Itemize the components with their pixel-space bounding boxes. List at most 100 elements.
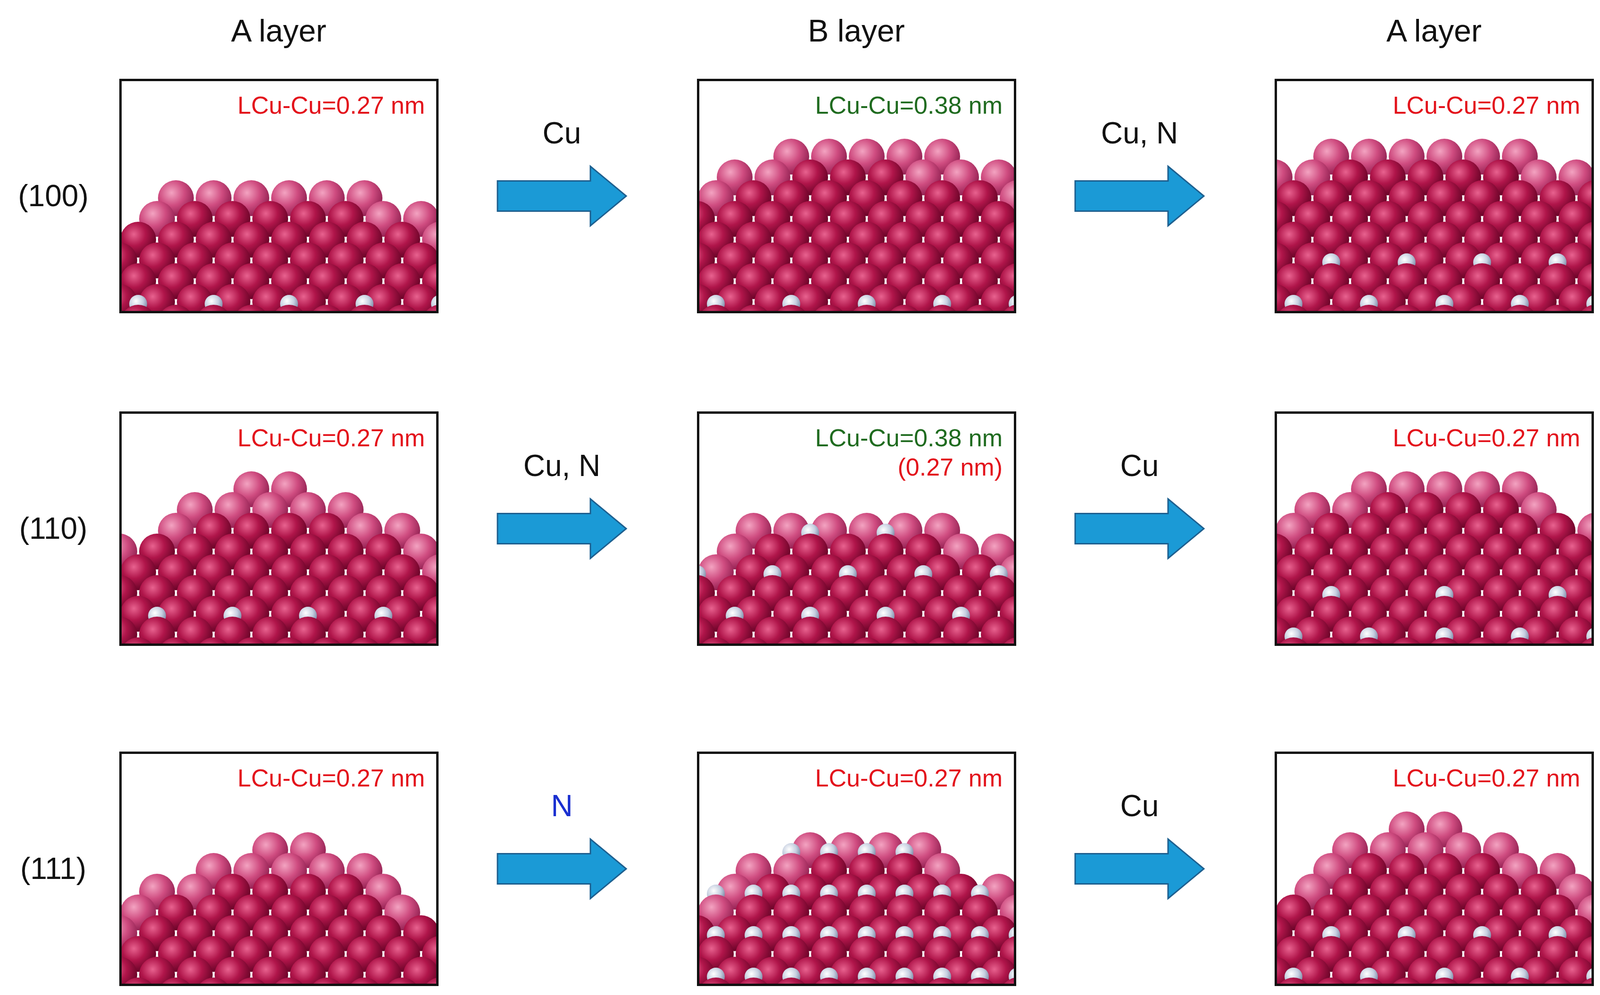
row-label: (110) [19,510,88,546]
structure-panel: LCu-Cu=0.27 nm [696,751,1017,986]
bond-length-label: LCu-Cu=0.27 nm [1392,422,1581,453]
cu-atom [1539,977,1576,984]
structure-panel: LCu-Cu=0.27 nm [119,751,439,986]
atom-group [699,512,1014,644]
cu-atom [848,637,885,644]
panel-text-box: LCu-Cu=0.27 nm [1392,422,1581,453]
structure-panel: LCu-Cu=0.27 nm [119,78,439,314]
cu-atom [121,977,157,984]
atom-group [699,138,1014,311]
cu-atom [848,304,885,311]
bond-length-label: LCu-Cu=0.27 nm [815,762,1003,793]
cu-atom [699,637,734,644]
cu-atom [1464,977,1501,984]
cu-atom [999,304,1014,311]
bond-length-label: LCu-Cu=0.27 nm [237,90,425,120]
cu-atom [961,977,998,984]
cu-atom [271,304,307,311]
cu-atom [999,637,1014,644]
block-arrow [1075,166,1204,226]
cu-atom [773,637,810,644]
block-arrow [497,838,627,899]
cu-atom [121,637,157,644]
cu-atom [961,304,998,311]
cu-atom [1501,977,1538,984]
cu-atom [195,977,232,984]
cu-atom [346,304,383,311]
cu-atom [422,304,437,311]
panel-text-box: LCu-Cu=0.38 nm(0.27 nm) [815,422,1003,482]
bond-length-label: LCu-Cu=0.38 nm [815,422,1003,453]
panel-text-box: LCu-Cu=0.27 nm [237,422,425,453]
structure-panel: LCu-Cu=0.38 nm(0.27 nm) [696,411,1017,646]
atom-group [1276,138,1592,311]
atom-group [1276,471,1592,644]
cu-atom [886,304,923,311]
cu-atom [1426,304,1463,311]
bond-length-label: LCu-Cu=0.27 nm [1392,90,1581,120]
cu-atom [924,637,961,644]
cu-atom [271,637,307,644]
atom-group [699,831,1014,984]
structure-panel: LCu-Cu=0.27 nm [1274,411,1594,646]
cu-atom [1501,304,1538,311]
block-arrow [1075,498,1204,559]
cu-atom [384,637,421,644]
cu-atom [735,637,772,644]
bond-length-label: LCu-Cu=0.27 nm [1392,762,1581,793]
cu-atom [233,637,270,644]
cu-atom [308,637,345,644]
arrow-label: Cu [542,115,582,151]
panel-text-box: LCu-Cu=0.27 nm [237,90,425,120]
cu-atom [699,304,734,311]
bond-length-label: LCu-Cu=0.27 nm [237,762,425,793]
cu-atom [811,304,847,311]
cu-atom [346,637,383,644]
structure-panel: LCu-Cu=0.27 nm [1274,78,1594,314]
bond-length-label: LCu-Cu=0.38 nm [815,90,1003,120]
arrow-label: Cu, N [523,447,601,483]
panel-text-box: LCu-Cu=0.27 nm [1392,90,1581,120]
atom-group [1276,811,1592,984]
cu-atom [308,304,345,311]
cu-atom [157,637,194,644]
cu-atom [1351,304,1387,311]
cu-atom [848,977,885,984]
cu-atom [773,977,810,984]
bond-length-label: LCu-Cu=0.27 nm [237,422,425,453]
arrow-label: Cu, N [1101,115,1179,151]
panel-text-box: LCu-Cu=0.27 nm [815,762,1003,793]
structure-panel: LCu-Cu=0.38 nm [696,78,1017,314]
bond-length-label: (0.27 nm) [897,452,1003,482]
cu-atom [961,637,998,644]
row-label: (100) [17,178,89,214]
cu-atom [1577,637,1592,644]
cu-atom [346,977,383,984]
cu-atom [422,637,437,644]
atom-group [121,471,437,644]
cu-atom [1539,304,1576,311]
cu-atom [384,977,421,984]
cu-atom [699,977,734,984]
block-arrow [497,166,627,226]
block-arrow [497,498,627,559]
cu-atom [308,977,345,984]
cu-atom [735,304,772,311]
column-header: A layer [231,12,327,49]
cu-atom [1276,977,1312,984]
cu-atom [233,304,270,311]
cu-atom [1276,637,1312,644]
cu-atom [1426,977,1463,984]
cu-atom [1351,637,1387,644]
column-header: A layer [1386,12,1482,49]
cu-atom [886,977,923,984]
panel-text-box: LCu-Cu=0.38 nm [815,90,1003,120]
cu-atom [999,977,1014,984]
cu-atom [1313,977,1350,984]
structure-panel: LCu-Cu=0.27 nm [1274,751,1594,986]
cu-atom [811,977,847,984]
atom-group [121,180,437,311]
cu-atom [271,977,307,984]
